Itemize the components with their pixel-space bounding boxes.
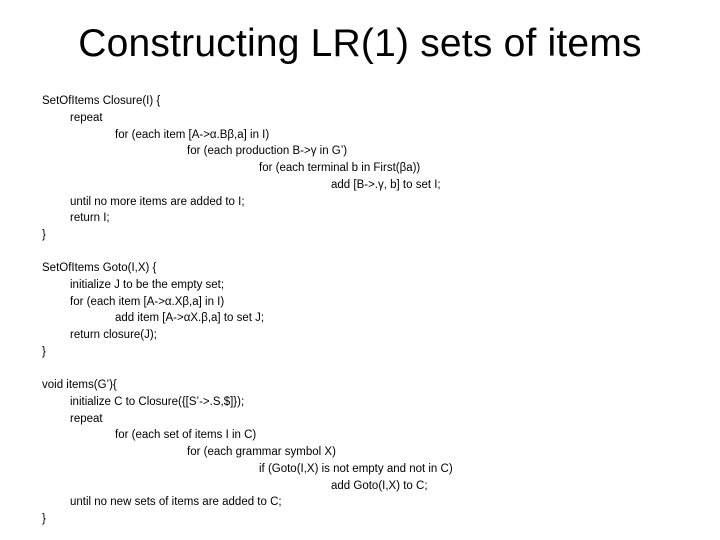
items-if-goto: if (Goto(I,X) is not empty and not in C) [259, 463, 453, 475]
goto-header: SetOfItems Goto(I,X) { [42, 262, 157, 274]
closure-until: until no more items are added to I; [70, 196, 245, 208]
closure-for-each-terminal: for (each terminal b in First(βa)) [259, 162, 421, 174]
items-header: void items(G’){ [42, 379, 117, 391]
goto-initialize: initialize J to be the empty set; [70, 279, 225, 291]
closure-add-item: add [B->.γ, b] to set I; [331, 179, 441, 191]
closure-header: SetOfItems Closure(I) { [42, 95, 161, 107]
goto-close-brace: } [42, 346, 46, 358]
goto-add-item: add item [A->αX.β,a] to set J; [115, 312, 265, 324]
items-until: until no new sets of items are added to … [70, 496, 282, 508]
items-for-each-set: for (each set of items I in C) [115, 429, 257, 441]
closure-return: return I; [70, 212, 110, 224]
closure-repeat: repeat [70, 112, 103, 124]
items-close-brace: } [42, 513, 46, 525]
items-add-goto: add Goto(I,X) to C; [331, 480, 428, 492]
items-initialize: initialize C to Closure({[S’->.S,$]}); [70, 396, 245, 408]
items-for-each-symbol: for (each grammar symbol X) [187, 446, 336, 458]
closure-for-each-item: for (each item [A->α.Bβ,a] in I) [115, 129, 270, 141]
goto-for-each-item: for (each item [A->α.Xβ,a] in I) [70, 296, 225, 308]
closure-for-each-production: for (each production B->γ in G’) [187, 145, 348, 157]
slide-title: Constructing LR(1) sets of items [78, 22, 642, 65]
goto-return: return closure(J); [70, 329, 157, 341]
items-repeat: repeat [70, 413, 103, 425]
closure-close-brace: } [42, 229, 46, 241]
